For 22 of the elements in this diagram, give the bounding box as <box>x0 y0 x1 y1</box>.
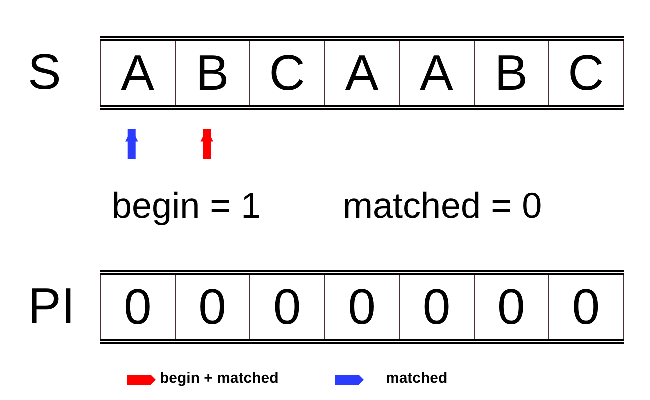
array-cell: A <box>400 41 475 105</box>
array-cell: 0 <box>549 275 624 339</box>
array-cell: 0 <box>325 275 400 339</box>
pointer-arrow <box>200 129 214 159</box>
variable-label: matched = 0 <box>343 186 542 226</box>
pointer-arrow <box>125 129 138 159</box>
array-cell: C <box>250 41 326 105</box>
array-cell: 0 <box>250 275 326 339</box>
array-name: S <box>28 44 62 100</box>
array-cell: 0 <box>176 275 250 339</box>
array-name: PI <box>28 278 76 334</box>
array-cell: 0 <box>474 275 550 339</box>
variable-label: begin = 1 <box>112 186 262 226</box>
array-cell: B <box>176 41 250 105</box>
array-cell: 0 <box>400 275 475 339</box>
array-cell: 0 <box>100 275 176 339</box>
array-cell: A <box>100 41 176 105</box>
array-cell: B <box>474 41 550 105</box>
array-cell: A <box>325 41 400 105</box>
legend-label: begin + matched <box>160 370 279 388</box>
legend-label: matched <box>386 370 448 388</box>
array-cell: C <box>549 41 624 105</box>
